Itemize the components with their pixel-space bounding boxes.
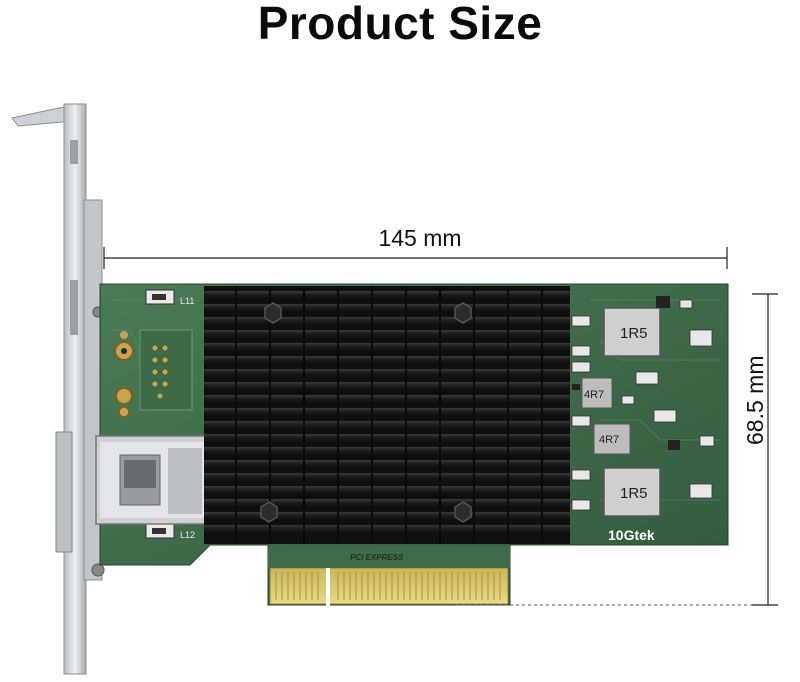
- width-dimension-label: 145 mm: [378, 225, 462, 251]
- page-title: Product Size: [257, 0, 543, 49]
- inductor-marking-mid-1: 4R7: [584, 389, 604, 401]
- board-label-l12: L12: [180, 530, 195, 540]
- inductor-marking-top: 1R5: [620, 325, 648, 342]
- inductor-marking-bottom: 1R5: [620, 485, 648, 502]
- brand-logo: 10Gtek: [608, 527, 655, 543]
- inductor-marking-mid-2: 4R7: [599, 434, 619, 446]
- rj45-port: [95, 435, 209, 525]
- mounting-bracket: [11, 103, 105, 675]
- heatsink-screw: [260, 501, 278, 523]
- height-dimension-label: 68.5 mm: [742, 355, 768, 445]
- power-components: [571, 296, 715, 517]
- heatsink-screw: [454, 302, 472, 324]
- pcie-connector: [268, 546, 510, 606]
- board-label-l11: L11: [180, 296, 194, 306]
- width-dimension-line: [103, 247, 728, 269]
- heatsink-screw: [264, 302, 282, 324]
- pci-express-label: PCI EXPRESS: [350, 553, 404, 562]
- heatsink-screw: [454, 501, 472, 523]
- heatsink: [204, 286, 570, 544]
- height-dimension-line: [456, 293, 778, 606]
